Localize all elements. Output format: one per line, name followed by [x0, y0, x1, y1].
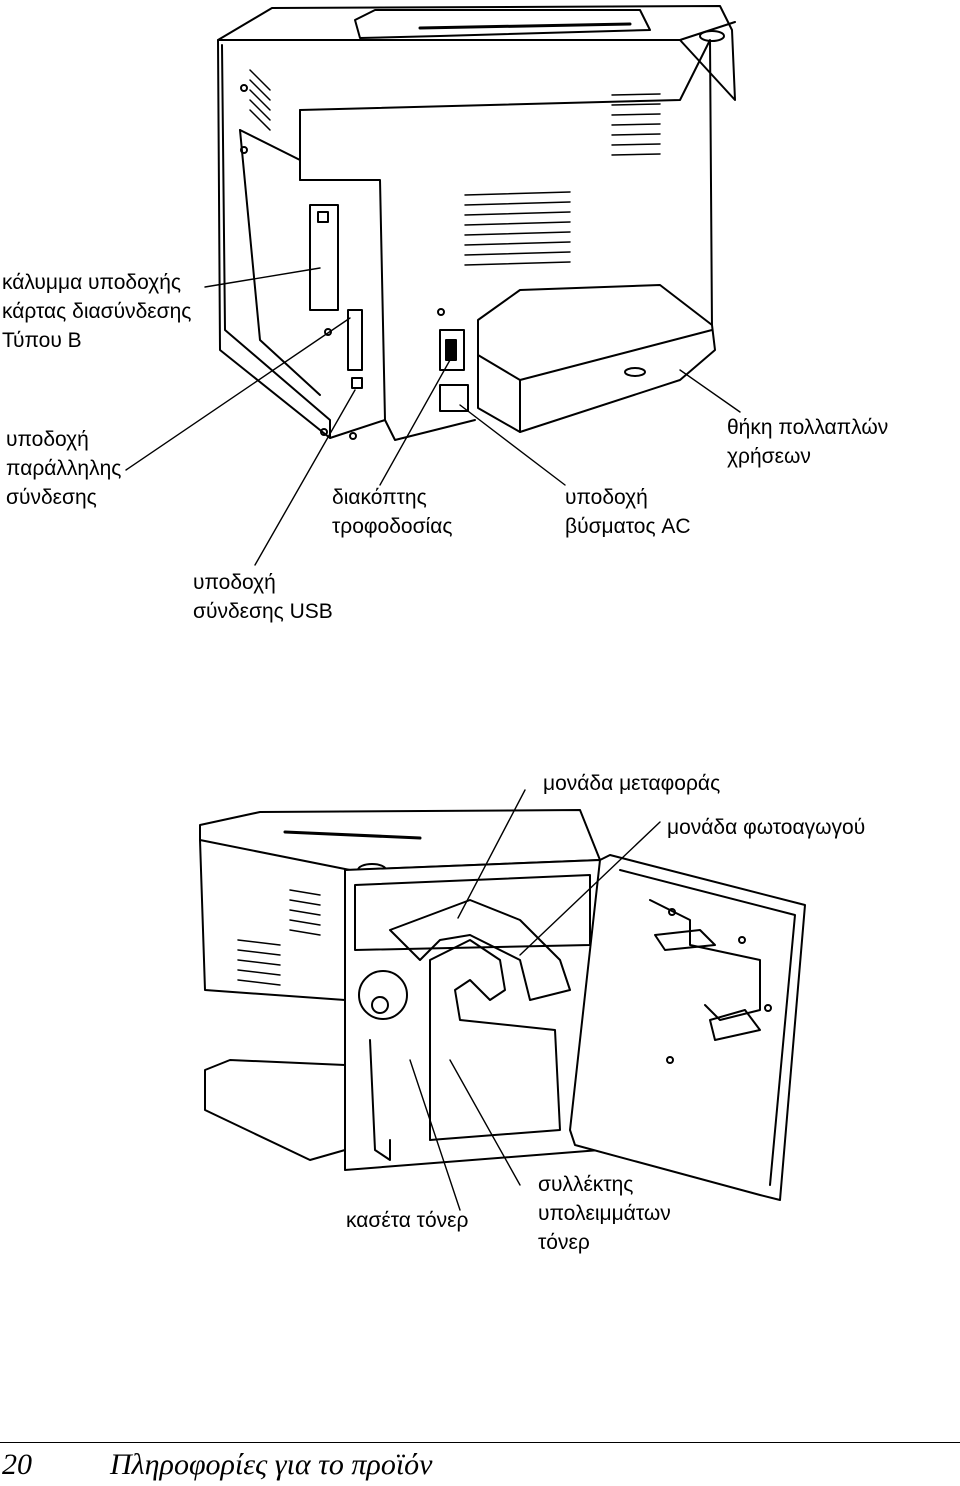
label-line: θήκη πολλαπλών	[727, 416, 889, 439]
label-line: μονάδα φωτοαγωγού	[667, 816, 866, 839]
label-line: τόνερ	[538, 1231, 590, 1254]
label-line: υποδοχή	[193, 571, 276, 594]
label-parallel-port: υποδοχή παράλληλης σύνδεσης	[6, 425, 121, 512]
label-line: σύνδεσης USB	[193, 600, 333, 623]
label-power-switch: διακόπτης τροφοδοσίας	[332, 483, 452, 541]
label-line: παράλληλης	[6, 457, 122, 480]
label-photoconductor-unit: μονάδα φωτοαγωγού	[667, 813, 865, 842]
footer-divider	[0, 1442, 960, 1443]
label-line: υποδοχή	[565, 486, 648, 509]
label-waste-toner-collector: συλλέκτης υπολειμμάτων τόνερ	[538, 1170, 671, 1257]
label-line: κασέτα τόνερ	[346, 1209, 469, 1232]
label-line: υποδοχή	[6, 428, 89, 451]
label-line: κάρτας διασύνδεσης	[2, 300, 192, 323]
label-line: διακόπτης	[332, 486, 427, 509]
label-usb-port: υποδοχή σύνδεσης USB	[193, 568, 333, 626]
label-ac-inlet: υποδοχή βύσματος AC	[565, 483, 691, 541]
label-line: Τύπου B	[2, 329, 82, 352]
label-line: υπολειμμάτων	[538, 1202, 671, 1225]
label-toner-cartridge: κασέτα τόνερ	[346, 1206, 468, 1235]
label-line: χρήσεων	[727, 445, 811, 468]
footer-section-title: Πληροφορίες για το προϊόν	[110, 1448, 433, 1481]
page-number: 20	[2, 1448, 32, 1481]
label-transfer-unit: μονάδα μεταφοράς	[543, 769, 720, 798]
printer-open-door-illustration	[199, 789, 806, 1211]
label-line: κάλυμμα υποδοχής	[2, 271, 182, 294]
printer-rear-illustration	[125, 5, 741, 566]
label-card-slot-cover: κάλυμμα υποδοχής κάρτας διασύνδεσης Τύπο…	[2, 268, 191, 355]
label-line: σύνδεσης	[6, 486, 97, 509]
label-line: βύσματος AC	[565, 515, 691, 538]
label-mp-tray: θήκη πολλαπλών χρήσεων	[727, 413, 888, 471]
label-line: τροφοδοσίας	[332, 515, 453, 538]
label-line: συλλέκτης	[538, 1173, 634, 1196]
label-line: μονάδα μεταφοράς	[543, 772, 721, 795]
